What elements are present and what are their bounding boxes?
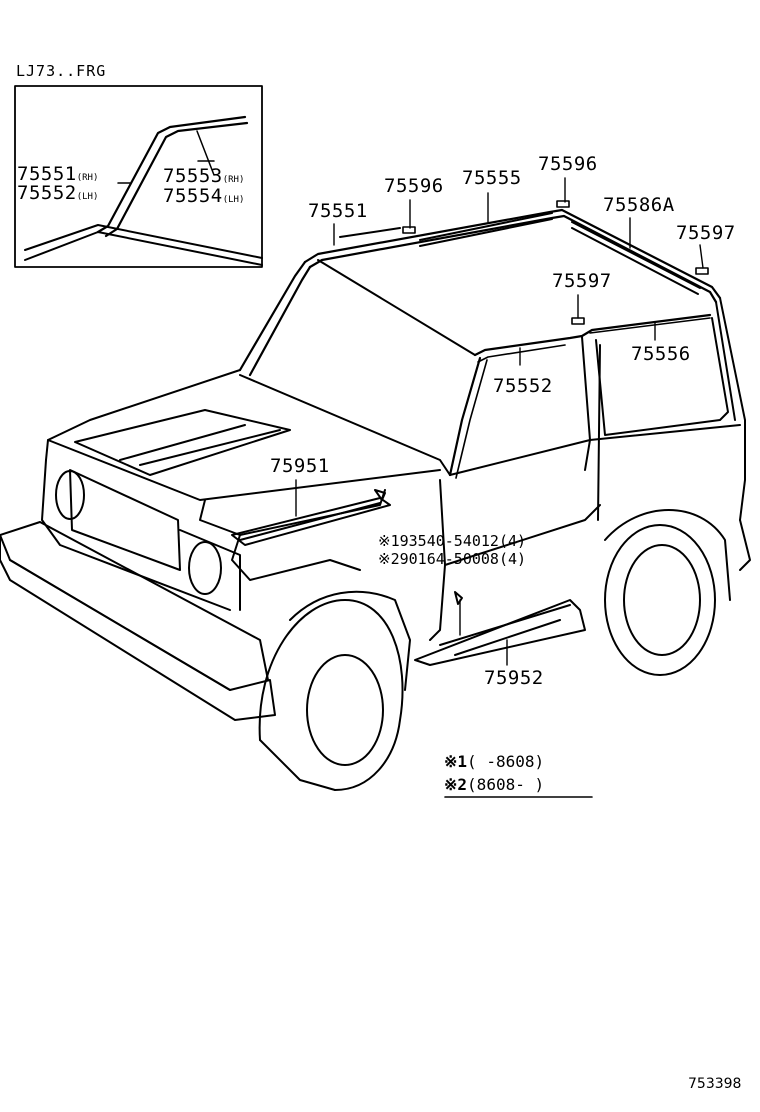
reference-number: 753398 xyxy=(688,1076,742,1092)
side-suffix: (LH) xyxy=(222,195,245,205)
part-number: 75553 xyxy=(163,165,223,187)
label-75555: 75555 xyxy=(462,167,522,189)
label-75556: 75556 xyxy=(631,343,691,365)
grille-outline xyxy=(41,459,241,611)
bumper-outline xyxy=(0,521,276,721)
hood-outline xyxy=(45,369,451,581)
label-75586A: 75586A xyxy=(603,194,675,216)
part-number: 75552 xyxy=(17,182,77,204)
inset-drawing xyxy=(14,85,263,268)
footnote-text: ( -8608) xyxy=(467,752,545,771)
label-75597-mid: 75597 xyxy=(552,270,612,292)
cowl-molding xyxy=(231,489,391,546)
roof-outline xyxy=(238,208,746,521)
part-number: 75551 xyxy=(17,163,77,185)
footnote-2: ※2(8608- ) xyxy=(444,777,544,793)
rear-wheel xyxy=(604,509,751,676)
front-wheel xyxy=(258,590,411,791)
label-75597-top: 75597 xyxy=(676,222,736,244)
part-number: 75554 xyxy=(163,185,223,207)
inset-title: LJ73..FRG xyxy=(16,62,107,80)
side-suffix: (LH) xyxy=(76,192,99,202)
label-75596-left: 75596 xyxy=(384,175,444,197)
label-75952: 75952 xyxy=(484,667,544,689)
side-suffix: (RH) xyxy=(76,173,99,183)
label-75951: 75951 xyxy=(270,455,330,477)
clips xyxy=(402,200,709,325)
fastener-line-1: ※193540-54012(4) xyxy=(378,532,527,550)
fastener-line-2: ※290164-50008(4) xyxy=(378,550,527,568)
label-75551-inset: 75551(RH) xyxy=(17,165,98,184)
label-75596-right: 75596 xyxy=(538,153,598,175)
leader-lines xyxy=(295,177,704,666)
rocker-molding xyxy=(414,591,586,666)
label-75552-inset: 75552(LH) xyxy=(17,184,98,203)
footnote-mark: ※1 xyxy=(444,752,468,771)
label-75552: 75552 xyxy=(493,375,553,397)
side-suffix: (RH) xyxy=(222,175,245,185)
label-75554-inset: 75554(LH) xyxy=(163,187,244,206)
footnote-1: ※1( -8608) xyxy=(444,754,544,770)
label-75553-inset: 75553(RH) xyxy=(163,167,244,186)
door-outline xyxy=(429,313,741,641)
footnote-text: (8608- ) xyxy=(467,775,545,794)
footnote-mark: ※2 xyxy=(444,775,468,794)
label-75551: 75551 xyxy=(308,200,368,222)
